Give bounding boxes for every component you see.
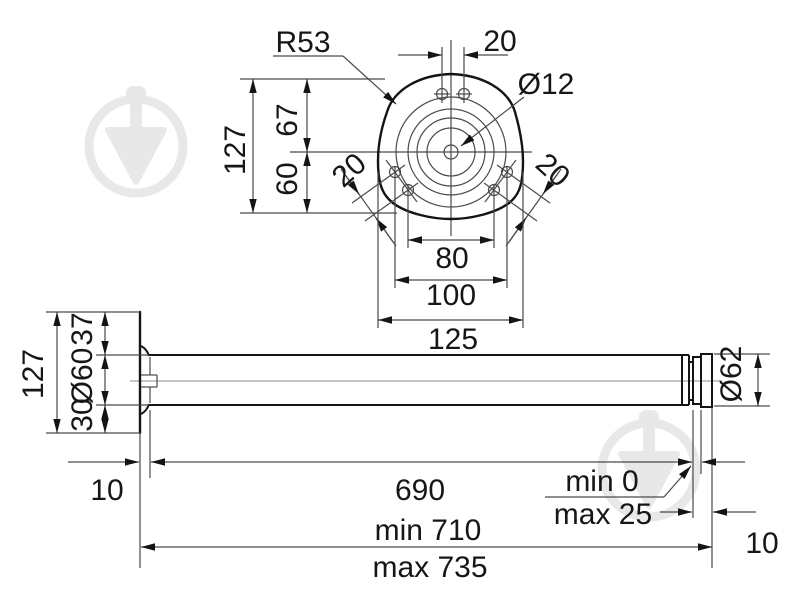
- dim-top-spacing: 20: [398, 25, 517, 103]
- center-hole: [443, 144, 459, 160]
- dim-tube-length: 690: [151, 458, 745, 507]
- side-view-dimensions: 127 37 Ø60 30 Ø62 10 690 min 0: [17, 311, 779, 584]
- dim-adjust-max: max 25 10: [554, 498, 779, 560]
- dim-upper-offset-label: 37: [66, 312, 99, 345]
- dim-adjust-max-label: max 25: [554, 498, 652, 531]
- dim-diag-left-label: 20: [326, 147, 373, 194]
- right-pair-axis: [484, 159, 517, 203]
- dim-tube-length-label: 690: [395, 474, 445, 507]
- dim-overall-max-label: max 735: [372, 551, 487, 584]
- plate-outline: [376, 72, 525, 221]
- dim-overall-length: min 710 max 735: [141, 514, 712, 584]
- dim-lower-offset-label: 30: [66, 398, 99, 431]
- dim-plate-heights: 127 67 60: [219, 78, 397, 214]
- dim-center-hole: Ø12: [460, 68, 575, 147]
- top-view-dimensions: R53 20 Ø12 127 67 60: [219, 25, 576, 356]
- dim-radius-label: R53: [275, 26, 330, 59]
- dim-adjust-min-label: min 0: [565, 465, 638, 498]
- dim-foot-dia-label: Ø62: [715, 346, 748, 403]
- foot-cap: [700, 353, 713, 408]
- dim-adjust-min: min 0: [545, 465, 692, 498]
- left-pair-axis: [385, 159, 418, 203]
- dim-span-inner-label: 80: [435, 242, 468, 275]
- watermark-logo-bottom-right: [597, 410, 701, 522]
- dim-diag-right-label: 20: [529, 147, 576, 194]
- dim-side-heights: 127 37 Ø60 30: [17, 311, 149, 434]
- watermark-logo-top-left: [84, 86, 188, 198]
- dim-upper-height-label: 67: [271, 103, 304, 136]
- dim-bolt-spans: 80 100 125: [377, 166, 524, 356]
- dim-foot-dia: Ø62: [714, 346, 770, 407]
- dim-diagonal-right: 20: [483, 147, 576, 247]
- dim-plate-height-label: 127: [17, 349, 50, 399]
- side-view-leg: [130, 310, 722, 435]
- ring-1: [426, 127, 476, 177]
- ring-2: [416, 117, 486, 187]
- dim-center-hole-label: Ø12: [518, 68, 575, 101]
- dim-plate-thickness-label: 10: [90, 474, 123, 507]
- dim-tube-dia-label: Ø60: [66, 348, 99, 405]
- dim-plate-thickness: 10: [68, 458, 139, 507]
- dim-span-mid-label: 100: [426, 279, 476, 312]
- dim-plate-width-label: 125: [428, 323, 478, 356]
- dim-top-spacing-label: 20: [483, 25, 516, 58]
- dim-lower-height-label: 60: [271, 162, 304, 195]
- ring-3: [407, 108, 495, 196]
- top-view-plate: [290, 40, 532, 236]
- dim-diagonal-left: 20: [326, 147, 419, 247]
- dim-cap-thickness-label: 10: [745, 527, 778, 560]
- dim-overall-height-label: 127: [219, 125, 252, 175]
- ring-4: [395, 96, 507, 208]
- dim-overall-min-label: min 710: [375, 514, 482, 547]
- dim-radius: R53: [273, 26, 397, 105]
